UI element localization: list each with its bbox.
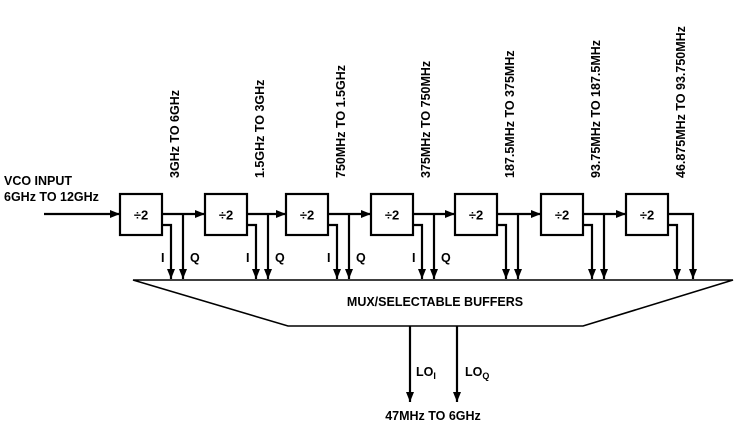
stage-frequency-label: 1.5GHz TO 3GHz: [253, 80, 267, 178]
i-output-arrow: [328, 223, 341, 279]
i-label: I: [327, 251, 330, 265]
lo-i-main: LO: [416, 365, 434, 379]
lo-i-label: LOI: [416, 365, 436, 381]
divide-by-2-block: [624, 192, 670, 237]
divider-stage: ÷2I Q 1.5GHz TO 3GHz: [203, 80, 286, 279]
lo-q-main: LO: [465, 365, 483, 379]
divide-by-2-block: [453, 192, 499, 237]
divide-by-2-label: ÷2: [469, 208, 483, 223]
i-output-arrow: [497, 223, 510, 279]
divide-by-2-label: ÷2: [640, 208, 654, 223]
mux-label: MUX/SELECTABLE BUFFERS: [347, 295, 523, 309]
vco-input-label: VCO INPUT: [4, 174, 72, 188]
i-output-arrow: [668, 223, 681, 279]
q-label: Q: [275, 251, 285, 265]
lo-i-sub: I: [433, 371, 436, 381]
i-output-arrow: [247, 223, 260, 279]
divide-by-2-block: [203, 192, 249, 237]
divider-stage: ÷2 187.5MHz TO 375MHz: [453, 50, 541, 279]
divide-by-2-label: ÷2: [134, 208, 148, 223]
divide-by-2-label: ÷2: [300, 208, 314, 223]
mux-selectable-buffers-block: [132, 279, 734, 327]
i-output-arrow: [583, 223, 596, 279]
q-label: Q: [441, 251, 451, 265]
i-output-arrow: [413, 223, 426, 279]
divider-stage: ÷2 46.875MHz TO 93.750MHz: [624, 26, 697, 279]
lo-q-sub: Q: [482, 371, 489, 381]
stage-frequency-label: 93.75MHz TO 187.5MHz: [589, 40, 603, 178]
lo-q-label: LOQ: [465, 365, 489, 381]
q-output-arrow: [668, 212, 697, 279]
divider-stage: ÷2I Q 750MHz TO 1.5GHz: [284, 65, 371, 279]
stage-frequency-label: 187.5MHz TO 375MHz: [503, 50, 517, 178]
divider-stages: ÷2I Q 3GHz TO 6GHz ÷2I Q 1.5GHz TO 3GHz ÷2I Q 75…: [118, 26, 697, 279]
divider-stage: ÷2I Q 3GHz TO 6GHz: [118, 90, 205, 279]
q-label: Q: [356, 251, 366, 265]
divide-by-2-label: ÷2: [385, 208, 399, 223]
divider-stage: ÷2I Q 375MHz TO 750MHz: [369, 61, 455, 279]
i-output-arrow: [162, 223, 175, 279]
stage-frequency-label: 750MHz TO 1.5GHz: [334, 65, 348, 178]
divide-by-2-block: [284, 192, 330, 237]
i-label: I: [161, 251, 164, 265]
divider-stage: ÷2 93.75MHz TO 187.5MHz: [539, 40, 626, 279]
i-label: I: [412, 251, 415, 265]
divide-by-2-label: ÷2: [219, 208, 233, 223]
divide-by-2-label: ÷2: [555, 208, 569, 223]
q-label: Q: [190, 251, 200, 265]
vco-input-range-label: 6GHz TO 12GHz: [4, 190, 99, 204]
stage-frequency-label: 46.875MHz TO 93.750MHz: [674, 26, 688, 178]
stage-frequency-label: 375MHz TO 750MHz: [419, 61, 433, 178]
divide-by-2-block: [369, 192, 415, 237]
i-label: I: [246, 251, 249, 265]
output-range-label: 47MHz TO 6GHz: [385, 409, 481, 423]
stage-frequency-label: 3GHz TO 6GHz: [168, 90, 182, 178]
divide-by-2-block: [539, 192, 585, 237]
